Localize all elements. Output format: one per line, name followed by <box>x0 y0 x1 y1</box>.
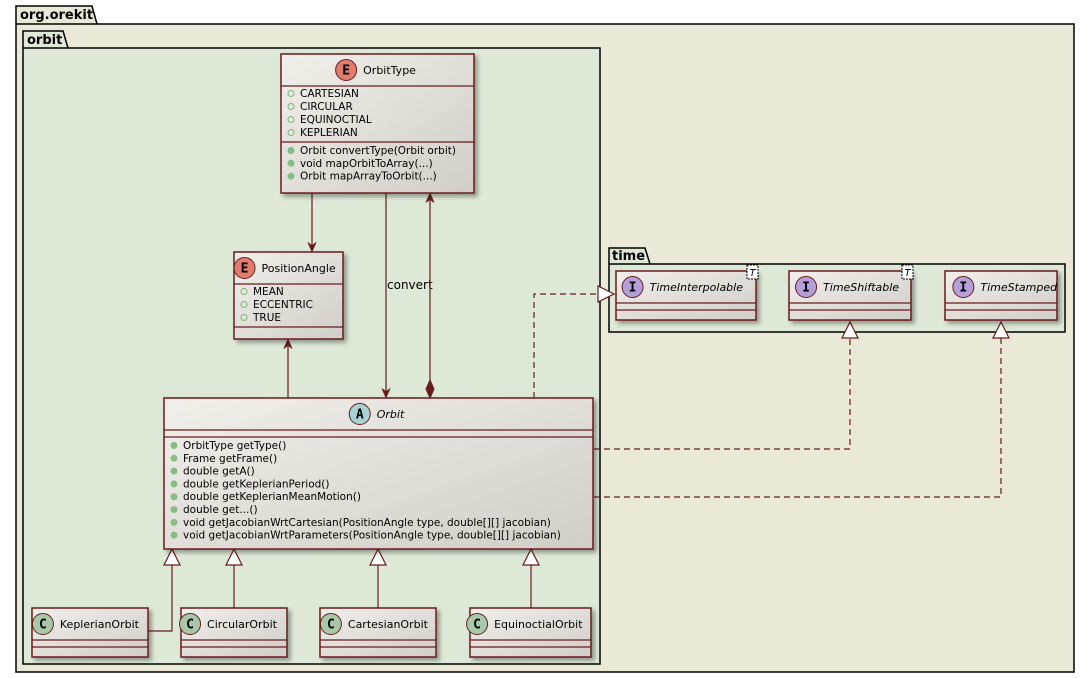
stereotype-letter: A <box>356 408 364 423</box>
abstract-stereotype-icon <box>348 403 371 425</box>
class-name: TimeStamped <box>980 281 1058 294</box>
public-circle-icon <box>287 89 295 98</box>
stereotype-letter: C <box>186 618 194 633</box>
realization-triangle-icon <box>992 320 1010 339</box>
composition-diamond-icon <box>425 378 435 400</box>
public-circle-icon <box>287 147 295 154</box>
class-time-stamped: I TimeStamped <box>944 270 1058 321</box>
stereotype-letter: E <box>241 262 249 277</box>
public-circle-icon <box>287 128 295 137</box>
stereotype-letter: C <box>39 618 47 633</box>
public-circle-icon <box>287 102 295 111</box>
generic-parameter-box <box>746 264 759 280</box>
public-circle-icon <box>287 172 295 180</box>
method-item: Frame getFrame() <box>183 453 277 465</box>
class-orbit-type: E OrbitTypeCARTESIANCIRCULAREQUINOCTIALKE… <box>280 53 475 194</box>
edge-label-convert: convert <box>387 278 433 292</box>
class-stereotype-icon <box>466 613 489 635</box>
class-name: OrbitType <box>363 64 416 77</box>
stereotype-letter: I <box>959 281 967 296</box>
field-item: MEAN <box>253 286 284 298</box>
method-item: Orbit convertType(Orbit orbit) <box>300 145 456 157</box>
method-item: Orbit mapArrayToOrbit(...) <box>300 171 437 183</box>
class-stereotype-icon <box>31 613 54 635</box>
class-name: KeplerianOrbit <box>60 618 140 631</box>
class-name: CartesianOrbit <box>348 618 429 631</box>
public-circle-icon <box>240 313 248 322</box>
edge-extends-keplerian <box>148 565 173 632</box>
relations: convert <box>148 193 1010 632</box>
public-circle-icon <box>170 467 178 475</box>
package-title-org-orekit: org.orekit <box>20 8 93 23</box>
public-circle-icon <box>170 493 178 501</box>
generic-parameter: T <box>904 268 911 279</box>
method-item: double get...() <box>183 504 258 516</box>
generalization-triangle-icon <box>163 547 181 566</box>
field-item: TRUE <box>252 312 281 324</box>
public-circle-icon <box>170 442 178 449</box>
method-item: double getA() <box>183 466 255 478</box>
method-item: void getJacobianWrtCartesian(PositionAng… <box>183 517 551 529</box>
stereotype-letter: I <box>629 281 637 296</box>
package-title-orbit: orbit <box>27 33 62 48</box>
class-keplerian-orbit: C KeplerianOrbit <box>31 607 149 658</box>
generic-parameter: T <box>749 268 756 279</box>
generalization-triangle-icon <box>225 547 243 566</box>
interface-stereotype-icon <box>621 276 644 298</box>
enum-stereotype-icon <box>335 59 358 81</box>
class-stereotype-icon <box>319 613 342 635</box>
method-item: double getKeplerianPeriod() <box>183 478 330 490</box>
field-item: CARTESIAN <box>300 88 359 100</box>
stereotype-letter: I <box>802 281 810 296</box>
interface-stereotype-icon <box>795 276 818 298</box>
method-item: void mapOrbitToArray(...) <box>300 158 433 170</box>
public-circle-icon <box>170 480 178 488</box>
class-circular-orbit: C CircularOrbit <box>179 607 288 658</box>
edge-realize-timestamped <box>594 338 1002 498</box>
method-item: double getKeplerianMeanMotion() <box>183 491 361 503</box>
stereotype-letter: E <box>342 64 350 79</box>
generalization-triangle-icon <box>369 547 387 566</box>
generalization-triangle-icon <box>522 547 540 566</box>
class-name: CircularOrbit <box>207 618 278 631</box>
realization-triangle-icon <box>597 285 616 303</box>
field-item: CIRCULAR <box>300 101 353 113</box>
class-name: EquinoctialOrbit <box>494 618 583 631</box>
method-item: OrbitType getType() <box>183 440 286 452</box>
package-title-time: time <box>612 249 645 264</box>
stereotype-letter: C <box>327 618 335 633</box>
field-item: EQUINOCTIAL <box>300 114 372 126</box>
public-circle-icon <box>170 531 178 539</box>
field-item: KEPLERIAN <box>300 127 358 139</box>
interface-stereotype-icon <box>952 276 975 298</box>
class-stereotype-icon <box>179 613 202 635</box>
stereotype-letter: C <box>473 618 481 633</box>
public-circle-icon <box>287 115 295 124</box>
public-circle-icon <box>170 454 178 462</box>
field-item: ECCENTRIC <box>253 299 313 311</box>
edge-realize-timeinterpolable <box>533 293 600 398</box>
public-circle-icon <box>240 287 248 296</box>
class-name: Orbit <box>377 408 405 421</box>
public-circle-icon <box>170 518 178 526</box>
method-item: void getJacobianWrtParameters(PositionAn… <box>183 530 561 542</box>
public-circle-icon <box>287 159 295 167</box>
public-circle-icon <box>240 300 248 309</box>
classes: E OrbitTypeCARTESIANCIRCULAREQUINOCTIALKE… <box>31 53 1058 658</box>
class-time-interpolable: I TimeInterpolable T <box>615 264 759 321</box>
class-name: TimeInterpolable <box>650 281 744 294</box>
class-name: PositionAngle <box>262 262 336 275</box>
enum-stereotype-icon <box>233 257 256 279</box>
public-circle-icon <box>170 506 178 513</box>
class-cartesian-orbit: C CartesianOrbit <box>319 607 437 658</box>
edge-realize-timeshiftable <box>594 338 851 450</box>
generic-parameter-box <box>901 264 914 280</box>
class-time-shiftable: I TimeShiftable T <box>788 264 914 321</box>
class-name: TimeShiftable <box>823 281 899 294</box>
class-equinoctial-orbit: C EquinoctialOrbit <box>466 607 592 658</box>
realization-triangle-icon <box>841 320 859 339</box>
